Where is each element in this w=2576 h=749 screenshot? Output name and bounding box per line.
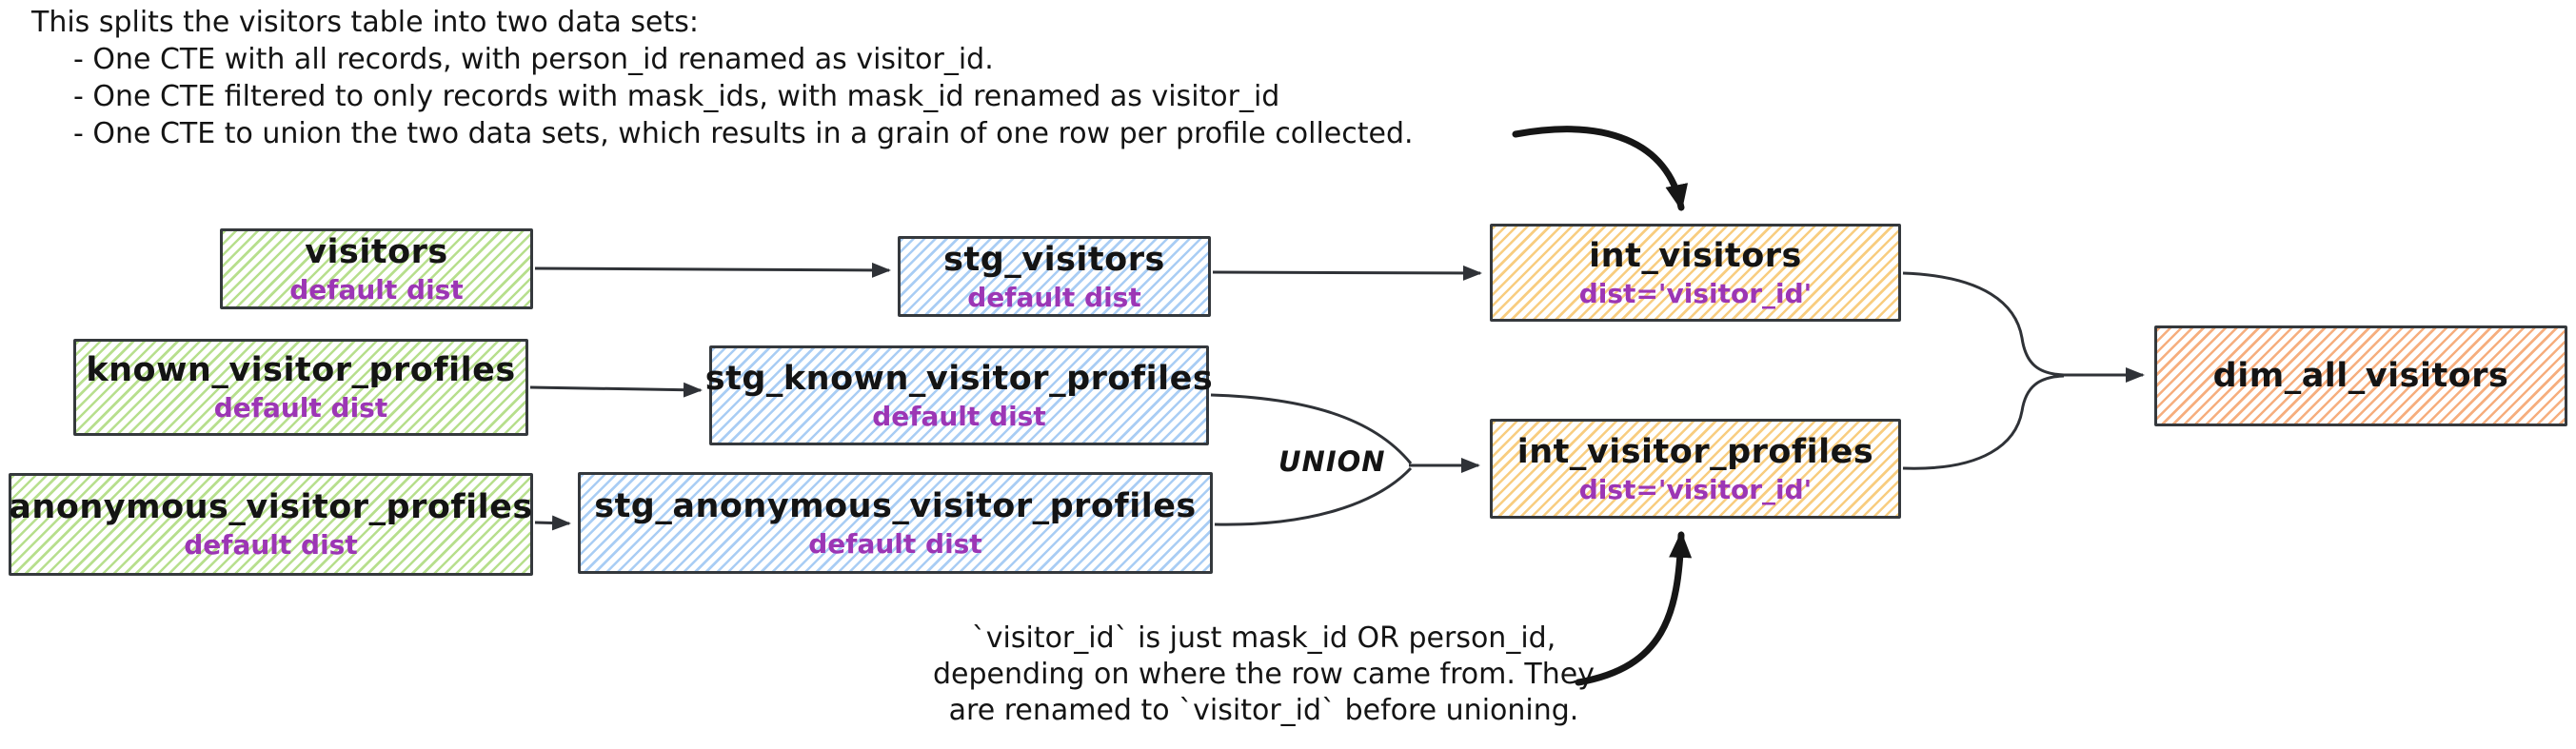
edge-visitors-to-stg-visitors — [534, 262, 891, 278]
edge-anonymous-to-stg-anonymous — [534, 515, 571, 531]
node-subtitle: default dist — [872, 400, 1046, 432]
top-note-arrow — [1512, 126, 1689, 211]
node-int-visitor-profiles: int_visitor_profiles dist='visitor_id' — [1490, 419, 1901, 519]
top-note-line: - One CTE filtered to only records with … — [73, 80, 1280, 113]
union-label: UNION — [1278, 445, 1386, 478]
node-title: visitors — [305, 232, 448, 271]
node-stg-visitors: stg_visitors default dist — [898, 236, 1211, 317]
edge-stg-visitors-to-int-visitors — [1212, 265, 1482, 281]
node-subtitle: default dist — [184, 529, 358, 561]
node-subtitle: dist='visitor_id' — [1578, 473, 1813, 505]
node-subtitle: default dist — [289, 273, 464, 306]
node-title: stg_known_visitor_profiles — [704, 359, 1214, 398]
bottom-note-line: are renamed to `visitor_id` before union… — [948, 694, 1579, 727]
node-title: int_visitor_profiles — [1516, 432, 1874, 471]
bottom-note-line: depending on where the row came from. Th… — [933, 658, 1595, 691]
node-subtitle: dist='visitor_id' — [1578, 277, 1813, 309]
node-visitors: visitors default dist — [220, 228, 533, 309]
top-note-line: - One CTE to union the two data sets, wh… — [73, 117, 1414, 150]
bottom-note-arrow — [1575, 531, 1693, 686]
node-int-visitors: int_visitors dist='visitor_id' — [1490, 224, 1901, 322]
node-known-visitor-profiles: known_visitor_profiles default dist — [73, 339, 528, 436]
edge-int-visitor-profiles-to-dim-merge — [1902, 374, 2065, 470]
node-dim-all-visitors: dim_all_visitors — [2154, 325, 2567, 426]
node-anonymous-visitor-profiles: anonymous_visitor_profiles default dist — [9, 473, 533, 576]
bottom-note: `visitor_id` is just mask_id OR person_i… — [928, 621, 1599, 729]
edge-stg-anonymous-to-union-merge — [1214, 466, 1413, 526]
top-note: This splits the visitors table into two … — [31, 4, 1414, 152]
node-subtitle: default dist — [967, 281, 1141, 313]
top-note-line: This splits the visitors table into two … — [31, 6, 699, 39]
edge-int-visitors-to-dim-merge — [1902, 271, 2065, 377]
node-title: dim_all_visitors — [2212, 357, 2509, 395]
node-stg-known-visitor-profiles: stg_known_visitor_profiles default dist — [705, 345, 1213, 445]
node-title: stg_anonymous_visitor_profiles — [594, 486, 1197, 525]
bottom-note-line: `visitor_id` is just mask_id OR person_i… — [971, 621, 1556, 655]
node-subtitle: default dist — [808, 527, 982, 560]
node-title: anonymous_visitor_profiles — [9, 488, 533, 526]
edge-stg-known-to-union-merge — [1210, 393, 1413, 464]
node-stg-anonymous-visitor-profiles: stg_anonymous_visitor_profiles default d… — [578, 472, 1213, 574]
node-title: known_visitor_profiles — [86, 351, 516, 389]
node-title: stg_visitors — [943, 240, 1165, 279]
node-subtitle: default dist — [213, 392, 388, 424]
node-title: int_visitors — [1589, 236, 1802, 275]
top-note-line: - One CTE with all records, with person_… — [73, 43, 994, 76]
edge-known-to-stg-known — [529, 382, 703, 398]
